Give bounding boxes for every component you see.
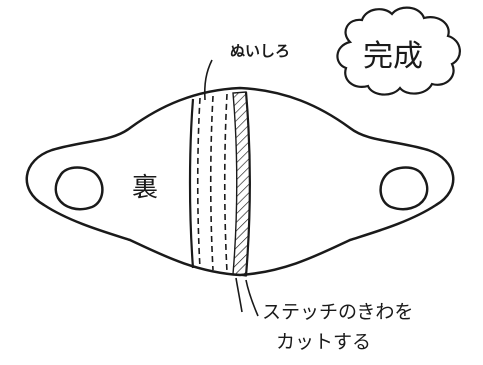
instruction-line-1: ステッチのきわを [262, 301, 413, 323]
seam-allowance-label: ぬいしろ [230, 42, 290, 60]
cut-strip [232, 91, 251, 277]
complete-label: 完成 [363, 39, 423, 74]
cut-pointer-left [235, 277, 243, 313]
mask-outline [25, 86, 455, 277]
instruction-line-2: カットする [276, 331, 371, 353]
complete-cloud [336, 6, 461, 96]
seam-label-leader [203, 59, 213, 101]
cut-pointer-right [245, 279, 259, 317]
back-side-label: 裏 [132, 173, 158, 203]
right-ear-hole [379, 166, 429, 211]
left-ear-hole [54, 166, 104, 211]
